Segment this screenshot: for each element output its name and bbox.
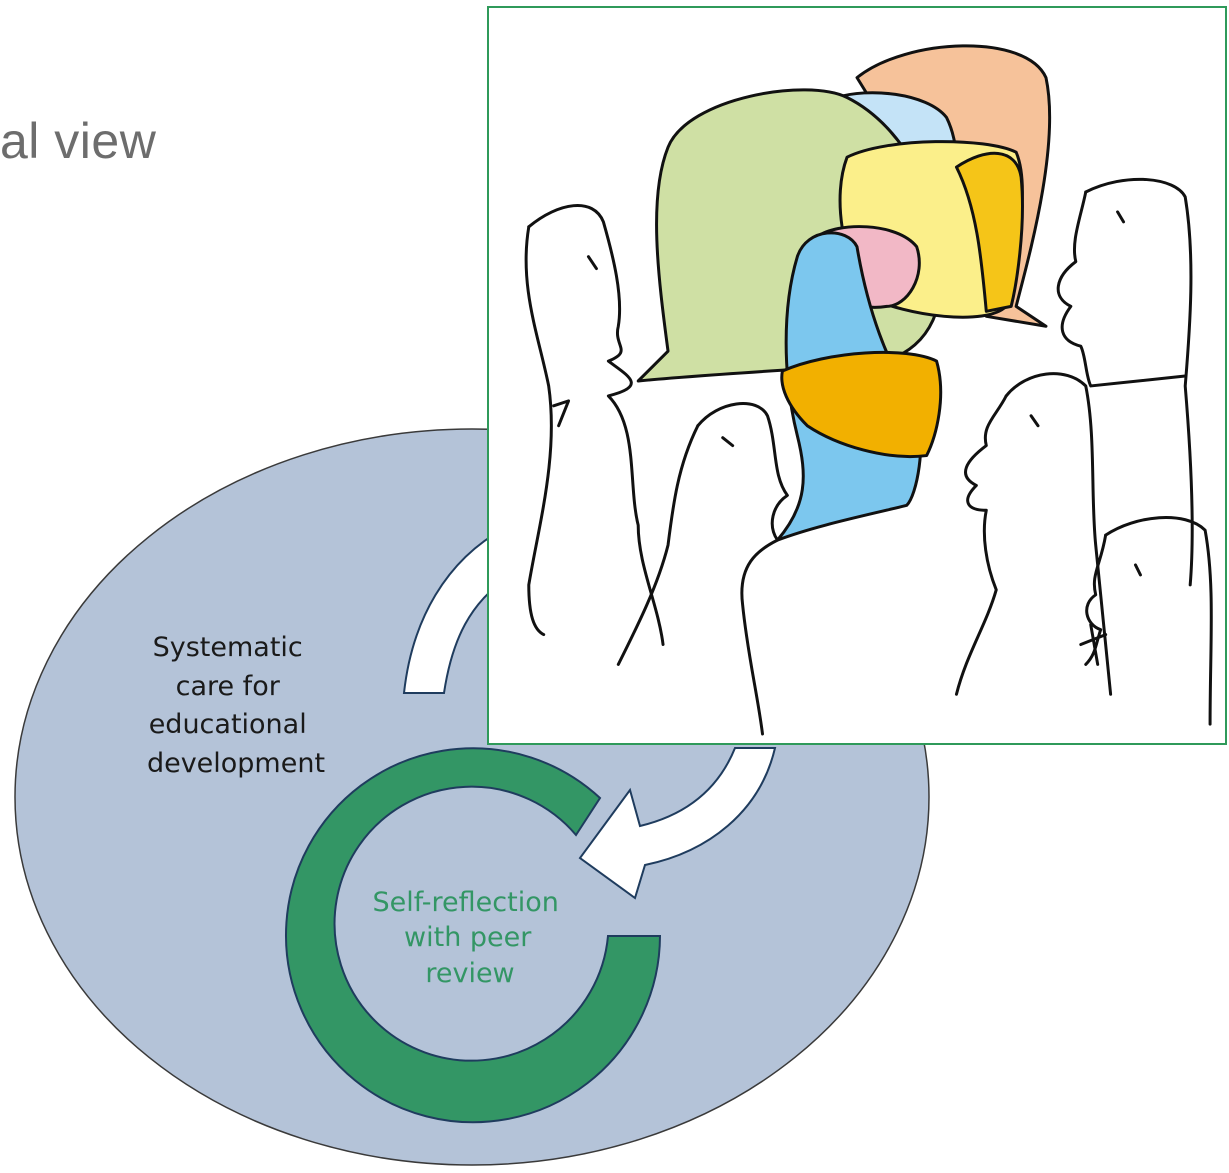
outer-cycle-label: Systematic care for educational developm… (147, 632, 325, 779)
inner-label-line-1: Self-reflection (373, 887, 559, 918)
people-discussion-illustration-icon (524, 44, 1213, 736)
outer-label-line-4: development (147, 748, 325, 779)
inner-label-line-2: with peer (404, 922, 532, 953)
illustration-frame (487, 6, 1227, 745)
outer-label-line-3: educational (149, 709, 307, 740)
outer-label-line-2: care for (176, 671, 281, 702)
green-cycle-ring (285, 747, 662, 1124)
inner-cycle-label: Self-reflection with peer review (373, 887, 568, 989)
inner-label-line-3: review (425, 958, 514, 989)
lower-curved-arrow (578, 747, 777, 900)
outer-label-line-1: Systematic (153, 632, 303, 663)
slide-title: al view (0, 113, 157, 169)
